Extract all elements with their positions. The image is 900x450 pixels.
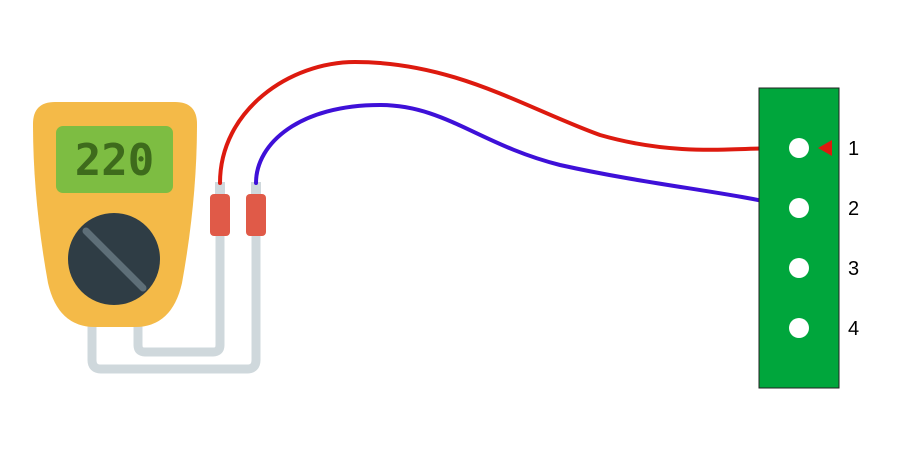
- pin-label-4: 4: [848, 318, 859, 340]
- test-wires: [218, 59, 792, 209]
- pin-label-2: 2: [848, 198, 859, 220]
- terminal-pin-4[interactable]: [789, 318, 809, 338]
- pin-1-marker-arrow-icon: [818, 140, 832, 156]
- terminal-board: 1 2 3 4: [758, 87, 859, 389]
- blue-probe-collar: [251, 182, 261, 196]
- outer-test-lead-cable: [87, 230, 261, 374]
- terminal-pin-3[interactable]: [789, 258, 809, 278]
- pin-label-1: 1: [848, 138, 859, 160]
- red-wire: [218, 59, 792, 185]
- blue-wire: [254, 102, 792, 209]
- multimeter-reading: 220: [75, 135, 154, 186]
- terminal-pin-2[interactable]: [789, 198, 809, 218]
- pin-label-3: 3: [848, 258, 859, 280]
- test-lead-cables: [87, 230, 261, 374]
- multimeter-screen: [56, 126, 173, 193]
- terminal-pin-1[interactable]: [789, 138, 809, 158]
- red-probe-handle[interactable]: [210, 194, 230, 236]
- inner-test-lead-cable: [133, 230, 225, 357]
- multimeter: 220: [33, 102, 197, 327]
- test-probes: [210, 182, 266, 236]
- terminal-board-panel: [758, 87, 840, 389]
- blue-probe-handle[interactable]: [246, 194, 266, 236]
- red-probe-collar: [215, 182, 225, 196]
- dial-pointer-icon: [82, 227, 147, 292]
